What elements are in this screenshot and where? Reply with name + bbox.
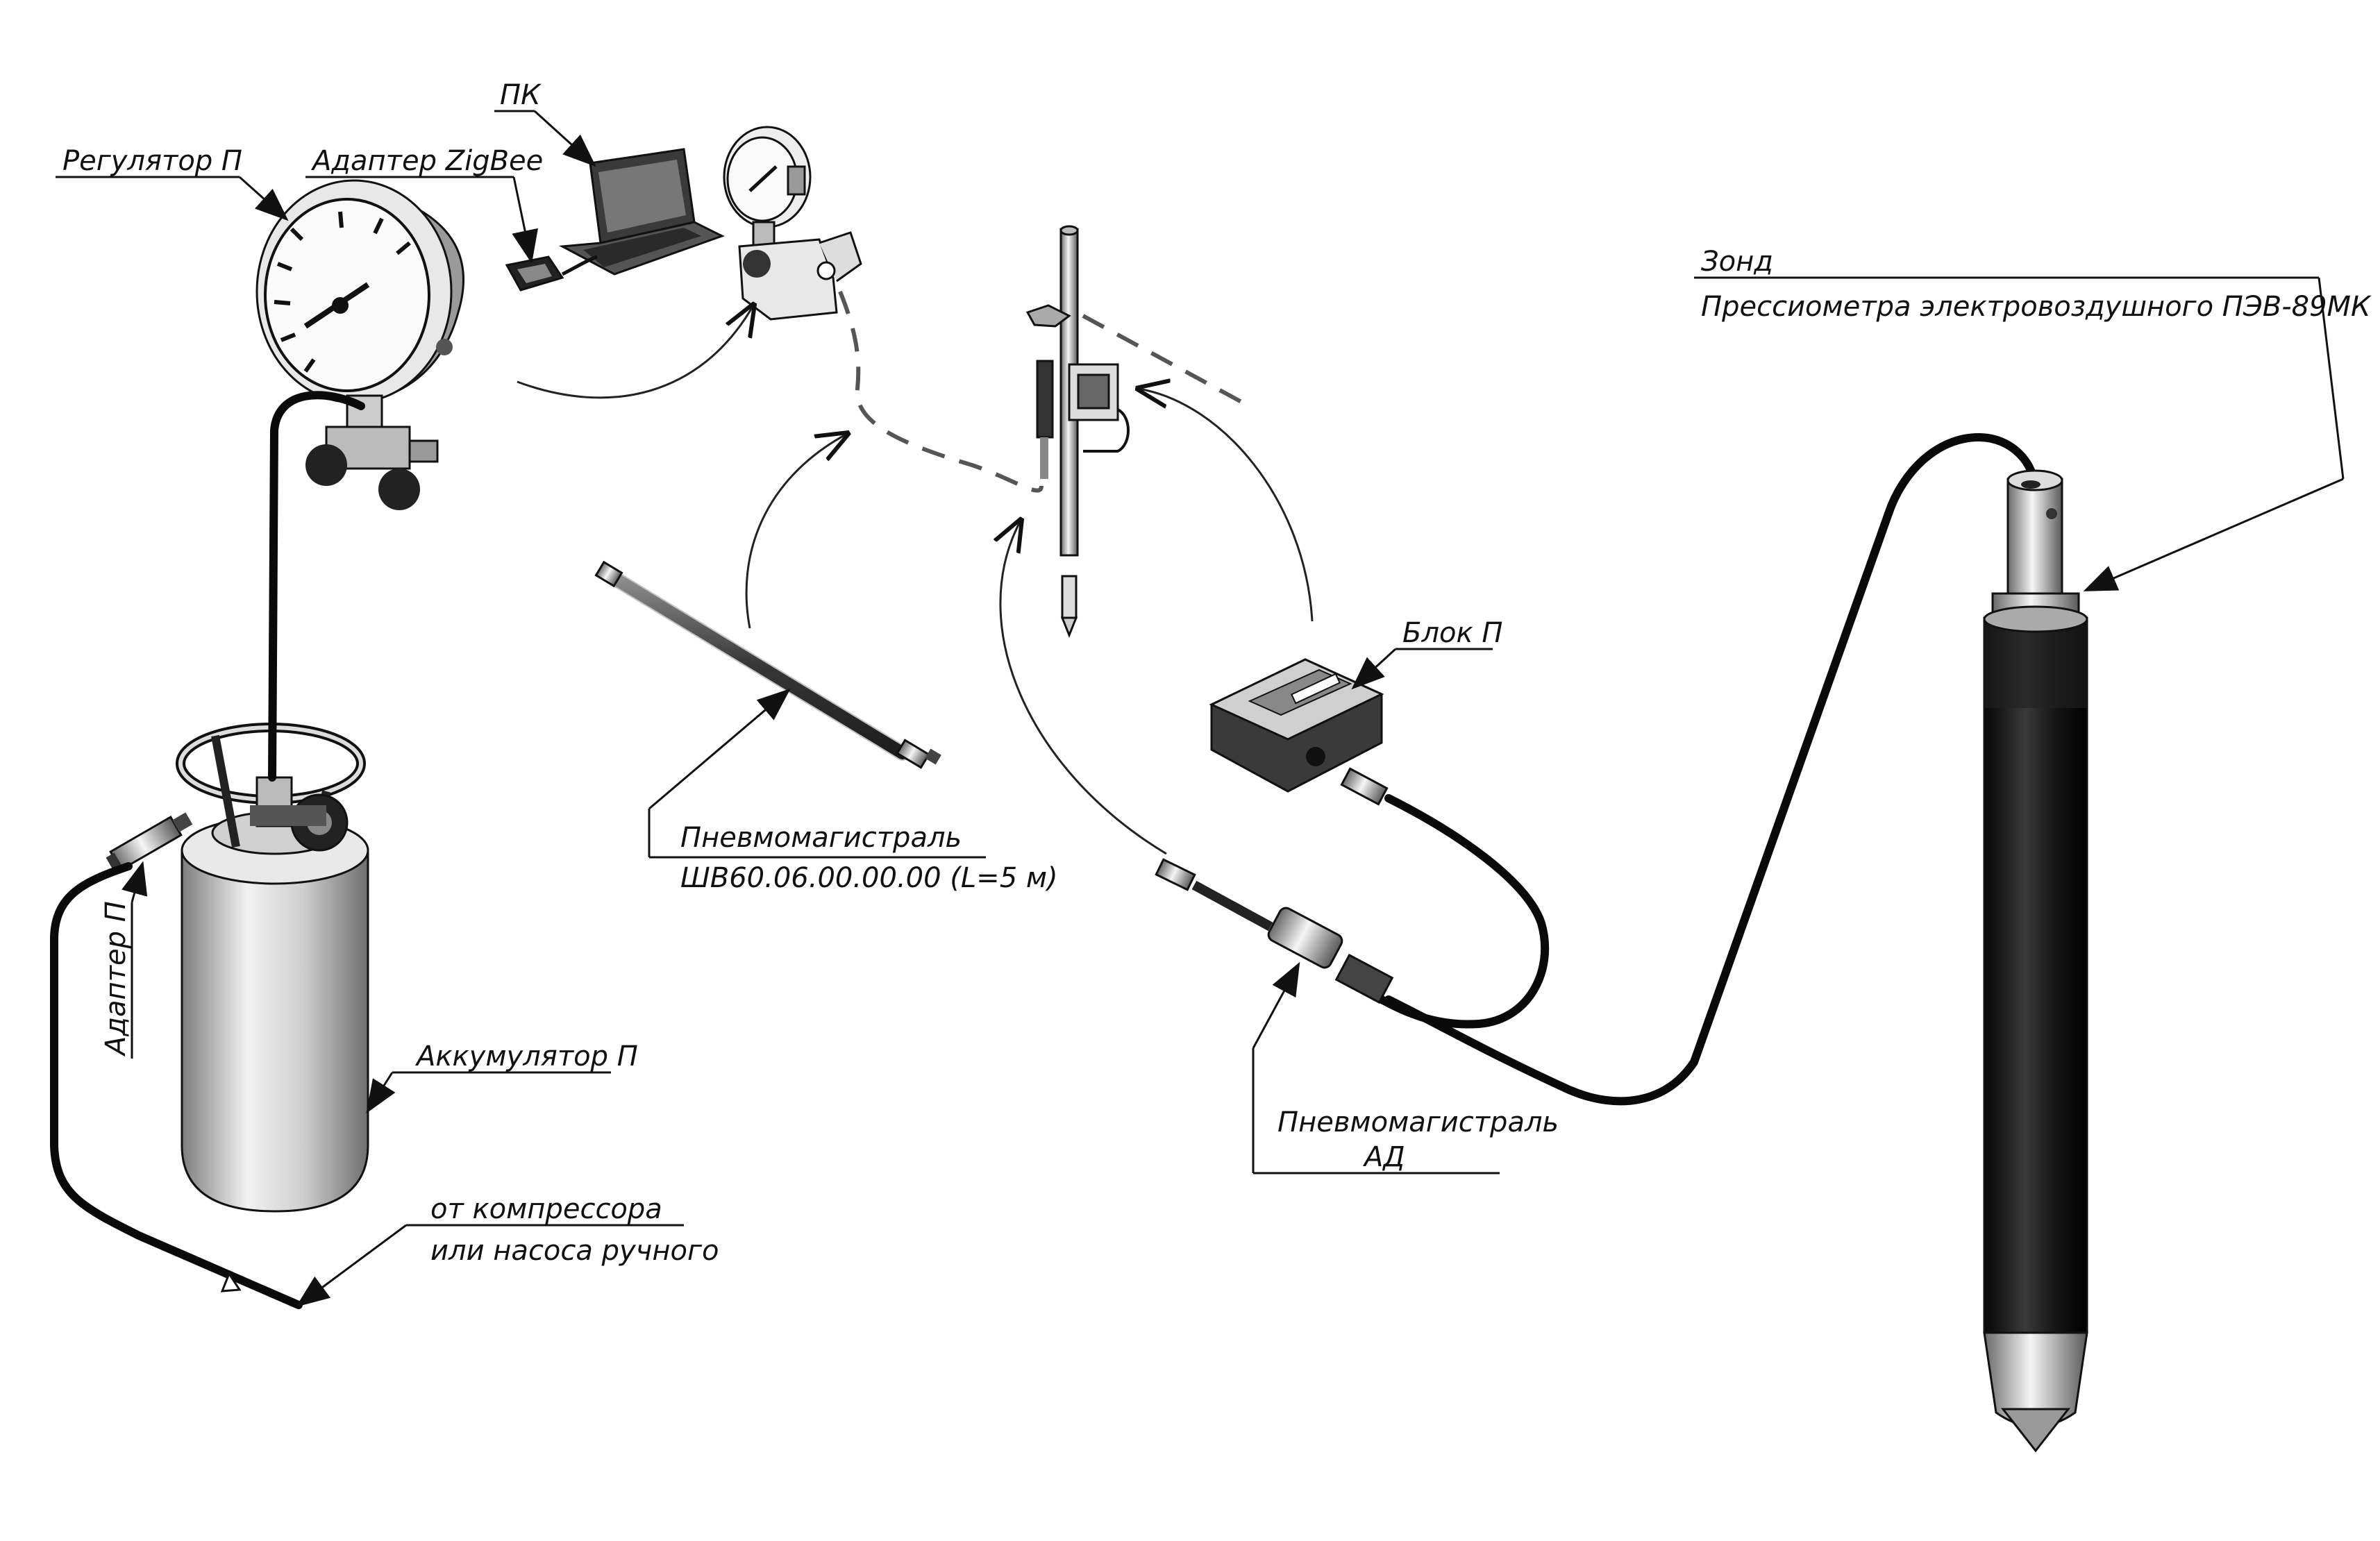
label-shv60: Пневмомагистраль ШВ60.06.00.00.00 (L=5 м… — [648, 688, 1058, 894]
label-regulator: Регулятор П — [56, 145, 289, 221]
svg-text:или насоса ручного: или насоса ручного — [430, 1235, 719, 1267]
dashed-link-rod-right — [1082, 314, 1244, 405]
hose-shv60 — [594, 560, 941, 769]
arrow-block-to-rod — [1139, 389, 1314, 622]
accumulator-tank — [176, 723, 369, 1213]
svg-text:Аккумулятор П: Аккумулятор П — [414, 1041, 638, 1072]
svg-text:Зонд: Зонд — [1701, 246, 1773, 278]
probe-rod — [1025, 225, 1130, 639]
label-adapter-p: Адаптер П — [100, 861, 148, 1059]
label-compressor: от компрессора или насоса ручного — [296, 1193, 719, 1307]
svg-text:Адаптер П: Адаптер П — [100, 901, 132, 1057]
hose-ad — [1155, 433, 2038, 1106]
small-gauge-bracket — [723, 126, 862, 321]
arrow-shv60-to-rod — [745, 434, 847, 629]
block-p — [1209, 658, 1384, 793]
label-adapter-zigbee: Адаптер ZigBee — [305, 145, 543, 264]
svg-text:Пневмомагистраль: Пневмомагистраль — [680, 822, 962, 854]
label-pnevmo-ad: Пневмомагистраль АД — [1252, 961, 1559, 1174]
dashed-link-pc-to-rod — [838, 290, 1044, 493]
label-pk: ПК — [494, 79, 596, 167]
hose-compressor — [50, 862, 303, 1309]
svg-text:Прессиометра электровоздушного: Прессиометра электровоздушного ПЭВ-89МК — [1701, 291, 2372, 323]
svg-text:АД: АД — [1362, 1141, 1405, 1173]
zigbee-adapter — [505, 255, 598, 292]
svg-text:от компрессора: от компрессора — [430, 1193, 662, 1225]
label-zond: Зонд Прессиометра электровоздушного ПЭВ-… — [1694, 246, 2372, 591]
svg-text:Регулятор П: Регулятор П — [62, 145, 242, 177]
adapter-p — [106, 812, 193, 872]
svg-text:Пневмомагистраль: Пневмомагистраль — [1277, 1106, 1559, 1138]
label-blok: Блок П — [1351, 617, 1502, 690]
probe-zond — [1983, 469, 2088, 1453]
laptop-pc — [558, 148, 725, 276]
arrow-ad-to-rod — [1000, 521, 1167, 855]
hose-regulator-to-tank — [268, 391, 365, 782]
svg-text:ПК: ПК — [500, 79, 542, 111]
arrow-regulator-to-pc — [517, 305, 753, 399]
svg-text:Блок П: Блок П — [1402, 617, 1502, 649]
svg-text:Адаптер ZigBee: Адаптер ZigBee — [310, 145, 543, 177]
svg-text:ШВ60.06.00.00.00 (L=5 м): ШВ60.06.00.00.00 (L=5 м) — [680, 862, 1058, 894]
regulator-gauge — [255, 179, 464, 510]
label-accumulator: Аккумулятор П — [366, 1041, 638, 1114]
